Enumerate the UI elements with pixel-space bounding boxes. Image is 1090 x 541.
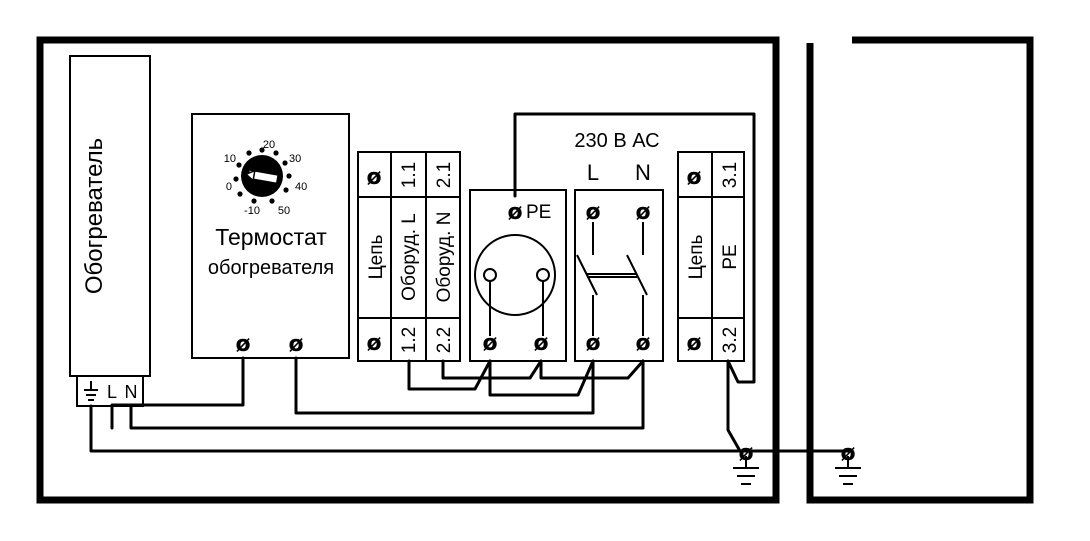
wire-pe-socket-to-block2 [513,112,756,384]
block2-screw-top-icon: ø [686,165,701,190]
socket-screw-right-icon: ø [533,331,548,356]
block1-screw-bottom-icon: ø [366,331,381,356]
wire-thermostat-to-breaker-l [294,356,595,415]
breaker-body [574,189,664,362]
breaker-screw-bottom-n-icon: ø [635,331,650,356]
breaker-contacts [576,222,648,336]
thermostat-subtitle: обогревателя [208,257,334,279]
block2-screw-bottom-icon: ø [686,331,701,356]
dial-label-30: 30 [289,153,301,165]
dial-label-0: 0 [226,181,232,193]
block1-terminal-1-1: 1.1 [399,162,420,188]
thermostat-title: Термостат [215,224,327,250]
supply-label: 230 В АС [574,130,659,152]
dial-label-50: 50 [278,205,290,217]
dial-label-minus10: -10 [244,205,260,217]
socket-body [469,189,567,362]
dial-label-40: 40 [295,181,307,193]
heater-terminal-n: N [125,382,138,402]
heater-label: Обогреватель [81,138,108,294]
heater-earth-terminal-icon [84,381,98,401]
wire-block1-l-to-socket [407,359,492,391]
breaker-screw-bottom-l-icon: ø [585,331,600,356]
ground-symbol-icon [733,456,759,485]
wires [89,112,852,453]
ground-screw-1-icon: ø [738,441,753,466]
block1-label-equip-l: Оборуд. L [399,213,420,301]
wire-block1-n-to-socket [441,359,543,380]
right-enclosure [806,36,1034,504]
socket-internal-wiring [489,281,544,336]
dial-label-20: 20 [263,139,275,151]
block2-terminal-3-1: 3.1 [720,162,741,188]
socket-face [474,234,556,316]
thermostat-dial [241,155,283,197]
block1-terminal-1-2: 1.2 [399,327,420,353]
terminal-block-2 [677,151,745,362]
thermostat-screw-1-icon: ø [235,332,250,357]
block1-terminal-2-1: 2.1 [434,162,455,188]
heater-terminal-l: L [107,382,117,402]
wire-block2-to-ground [726,359,742,453]
socket-screw-left-icon: ø [482,331,497,356]
block2-label-circuit: Цепь [686,234,707,279]
wire-heater-earth-to-ground [89,404,740,453]
block1-screw-top-icon: ø [366,165,381,190]
block2-terminal-3-2: 3.2 [720,327,741,353]
block1-label-circuit: Цепь [366,234,387,279]
block1-label-equip-n: Оборуд. N [434,212,455,303]
breaker-n-label: N [635,160,651,185]
breaker-l-label: L [587,160,599,185]
ground-screw-2-icon: ø [840,441,855,466]
wire-socket-to-breaker-n [539,359,645,380]
socket-pe-screw-icon: ø [507,200,522,225]
dial-label-10: 10 [224,153,236,165]
main-enclosure [36,36,780,504]
thermostat-body [191,113,350,359]
block2-label-pe: PE [720,244,741,269]
wire-heater-n-to-breaker-n [129,359,645,430]
breaker-screw-top-l-icon: ø [585,200,600,225]
wire-thermostat-to-heater-l [110,356,245,430]
breaker-screw-top-n-icon: ø [635,200,650,225]
block1-terminal-2-2: 2.2 [434,327,455,353]
socket-pe-label: PE [526,202,551,223]
thermostat-screw-2-icon: ø [288,332,303,357]
ground-symbol-2-icon [835,456,861,485]
thermostat-dial-marks [233,147,292,204]
